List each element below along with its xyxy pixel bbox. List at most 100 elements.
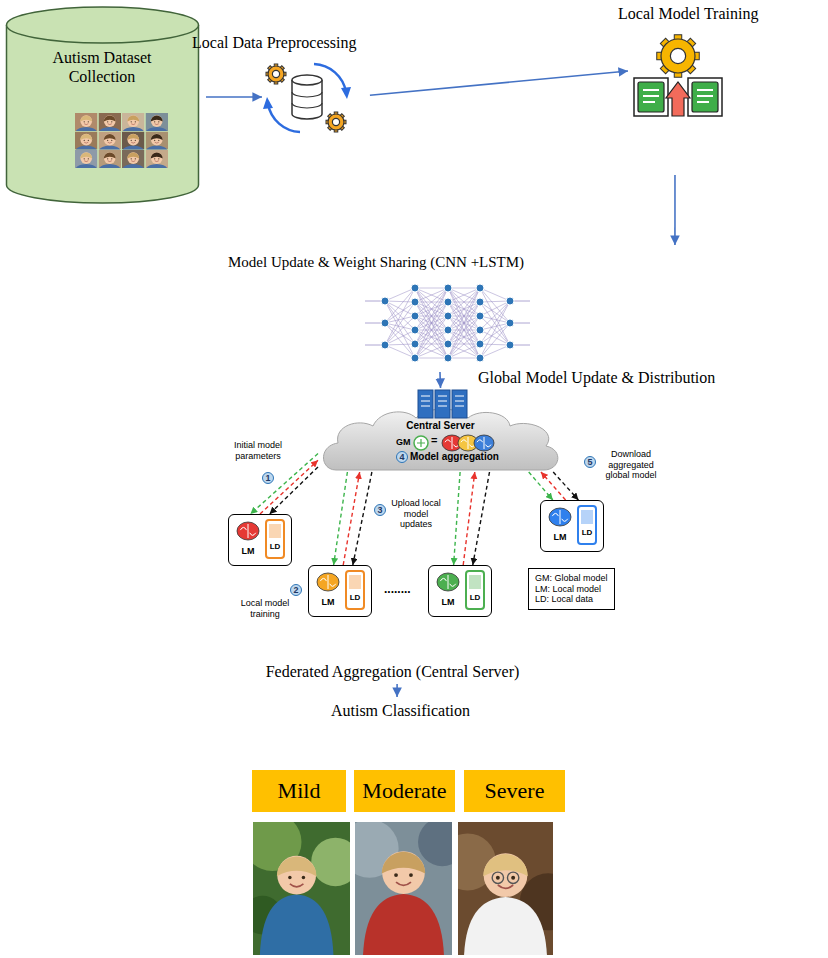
network-link <box>415 330 448 358</box>
child-hair <box>483 854 528 876</box>
callout-number: 4 <box>396 451 408 463</box>
child-face <box>127 152 139 164</box>
child-hair <box>127 115 139 121</box>
node-text: Model aggregation <box>410 451 499 463</box>
neuron <box>444 340 452 348</box>
network-link <box>415 288 448 302</box>
child-photo <box>99 132 122 152</box>
child-eye <box>288 876 291 879</box>
child-eye <box>158 121 159 122</box>
child-eye <box>135 158 136 159</box>
server-tower <box>452 390 467 418</box>
child-mouth <box>131 123 135 125</box>
child-eye <box>154 121 155 122</box>
network-link <box>415 288 448 358</box>
flow-arrow <box>396 684 398 697</box>
database-band <box>292 92 322 108</box>
child-hair <box>277 856 317 876</box>
network-link <box>385 330 415 345</box>
child-face <box>127 115 139 127</box>
child-body <box>122 127 144 131</box>
network-link <box>448 288 480 358</box>
child-body <box>464 897 547 955</box>
network-link <box>415 316 448 358</box>
network-link <box>415 302 448 358</box>
photo-content <box>122 132 145 150</box>
photo-content <box>99 150 122 168</box>
neuron <box>476 298 484 306</box>
network-node: Model Update & Weight Sharing (CNN +LSTM… <box>220 245 690 372</box>
neuron <box>411 340 419 348</box>
network-link <box>480 301 510 316</box>
child-mouth <box>396 882 411 885</box>
node-text: LM <box>434 597 462 608</box>
network-link <box>480 301 510 344</box>
brain-icon <box>549 508 571 526</box>
photo-content <box>253 822 350 955</box>
neuron <box>444 298 452 306</box>
cylinder-body <box>7 25 199 203</box>
neuron <box>411 298 419 306</box>
network-link <box>480 288 510 345</box>
child-mouth <box>498 885 513 888</box>
child-face <box>127 134 139 146</box>
neuron <box>506 341 514 349</box>
neuron <box>411 354 419 362</box>
neuron <box>444 312 452 320</box>
child-mouth <box>84 142 88 144</box>
child-eye <box>135 121 136 122</box>
phone-outline <box>466 571 484 609</box>
gear-hole <box>332 118 339 125</box>
network-link <box>480 323 510 358</box>
network-link <box>415 330 448 358</box>
child-face <box>484 853 528 897</box>
child-eye <box>111 121 112 122</box>
phone-screen <box>469 575 481 589</box>
network-link <box>385 301 415 344</box>
phone-outline <box>266 520 284 558</box>
network-link <box>448 288 480 344</box>
network-link <box>448 344 480 358</box>
photo-content <box>458 822 553 955</box>
training-icon: Local Model Training <box>628 32 728 117</box>
neuron <box>506 297 514 305</box>
node-text: LD <box>346 593 364 602</box>
child-body <box>75 164 97 168</box>
photo-content <box>75 113 98 131</box>
brain-fold <box>477 437 491 449</box>
label-text: Upload local model updates <box>388 498 444 530</box>
network-link <box>448 330 480 358</box>
key-box: GM: Global modelLM: Local modelLD: Local… <box>528 568 615 610</box>
child-eye <box>84 158 85 159</box>
node-text: LD <box>266 542 284 551</box>
network-link <box>448 288 480 302</box>
severity-tag: Severe <box>464 770 565 812</box>
background-blob <box>311 838 350 887</box>
neuron <box>411 312 419 320</box>
child-face <box>382 851 425 894</box>
gear-icon <box>657 35 700 78</box>
device-illustration <box>429 566 493 618</box>
network-link <box>480 301 510 302</box>
child-eye <box>88 158 89 159</box>
child-face <box>80 152 92 164</box>
tag-text: Moderate <box>362 778 446 804</box>
upload-arrow <box>666 82 690 116</box>
photo-content <box>146 113 169 131</box>
network-link <box>480 344 510 345</box>
client-device: LMLD <box>308 565 372 617</box>
network-link <box>448 302 480 358</box>
tag-text: Mild <box>278 778 321 804</box>
child-hair <box>104 134 116 140</box>
label-text: ........ <box>384 582 411 596</box>
gear-body <box>328 114 344 130</box>
server-tower <box>418 390 433 418</box>
neuron <box>476 312 484 320</box>
global-model-icon <box>414 436 428 450</box>
child-body <box>260 895 334 955</box>
child-mouth <box>84 160 88 162</box>
child-eye <box>131 121 132 122</box>
network-link <box>385 345 415 358</box>
child-hair <box>104 115 116 121</box>
photo-content <box>75 132 98 150</box>
